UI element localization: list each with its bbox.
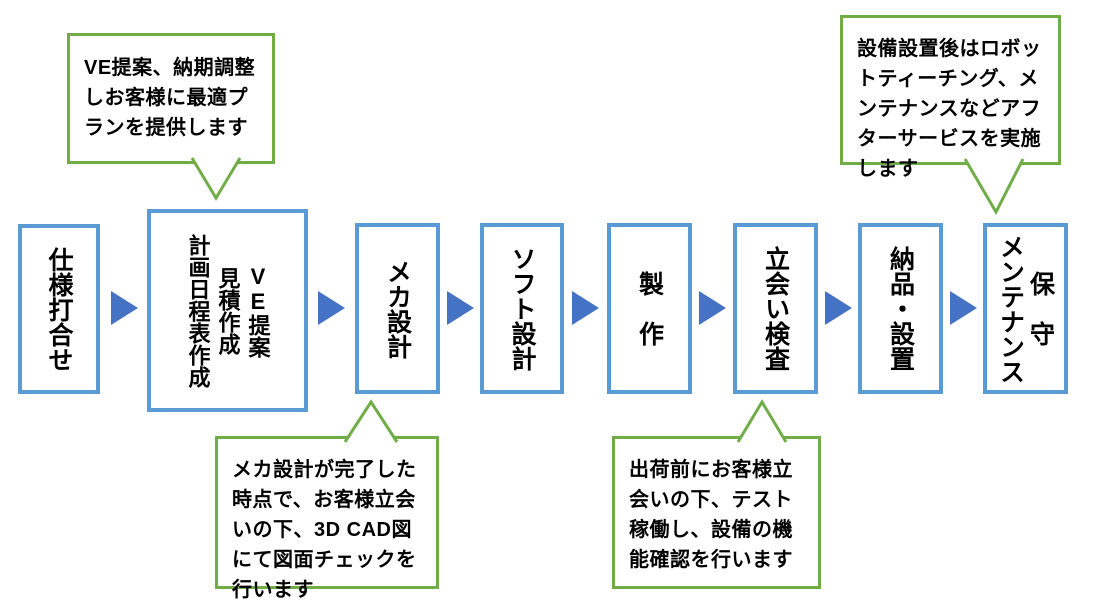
callout-top-left: VE提案、納期調整しお客様に最適プランを提供します: [67, 33, 275, 201]
callout-pointer-down-icon: [190, 157, 242, 201]
right-arrow-icon: [572, 291, 599, 325]
right-arrow-icon: [318, 291, 345, 325]
flow-step-label: メカ設計: [383, 258, 412, 359]
flow-step-label: 仕様打合せ: [45, 246, 73, 372]
flow-step-box-1: 仕様打合せ: [18, 224, 100, 394]
callout-pointer-down-icon: [963, 158, 1025, 216]
flow-step-box-2: VE提案 見積作成 計画日程表作成: [147, 209, 308, 412]
flow-step-box-5: 製 作: [607, 223, 692, 394]
right-arrow-icon: [447, 291, 474, 325]
callout-text: VE提案、納期調整しお客様に最適プランを提供します: [84, 57, 256, 139]
flow-step-box-6: 立会い検査: [733, 223, 818, 394]
callout-pointer-up-icon: [343, 399, 399, 443]
flow-step-label: 製 作: [635, 271, 664, 346]
flow-step-label: 納品・設置: [886, 246, 915, 371]
flow-step-label: ソフト設計: [508, 246, 536, 371]
callout-pointer-up-icon: [736, 399, 788, 443]
right-arrow-icon: [699, 291, 726, 325]
callout-bottom-left: メカ設計が完了した時点で、お客様立会いの下、3D CAD図にて図面チェックを行い…: [215, 399, 439, 601]
flow-step-box-3: メカ設計: [355, 223, 440, 394]
flow-step-box-7: 納品・設置: [858, 223, 943, 394]
flow-step-label: VE提案 見積作成 計画日程表作成: [185, 233, 271, 388]
right-arrow-icon: [950, 291, 977, 325]
flow-step-label: 保 守 メンテナンス: [996, 233, 1055, 384]
flow-step-label: 立会い検査: [761, 246, 790, 371]
callout-top-right: 設備設置後はロボットティーチング、メンテナンスなどアフターサービスを実施します: [840, 15, 1061, 216]
callout-text: 設備設置後はロボットティーチング、メンテナンスなどアフターサービスを実施します: [857, 38, 1042, 180]
flow-step-box-4: ソフト設計: [480, 223, 564, 394]
callout-text: メカ設計が完了した時点で、お客様立会いの下、3D CAD図にて図面チェックを行い…: [232, 459, 417, 601]
right-arrow-icon: [825, 291, 852, 325]
right-arrow-icon: [111, 291, 138, 325]
callout-bottom-center: 出荷前にお客様立会いの下、テスト稼働し、設備の機能確認を行います: [612, 399, 821, 589]
callout-text: 出荷前にお客様立会いの下、テスト稼働し、設備の機能確認を行います: [629, 459, 793, 571]
flow-step-box-8: 保 守 メンテナンス: [983, 223, 1068, 394]
